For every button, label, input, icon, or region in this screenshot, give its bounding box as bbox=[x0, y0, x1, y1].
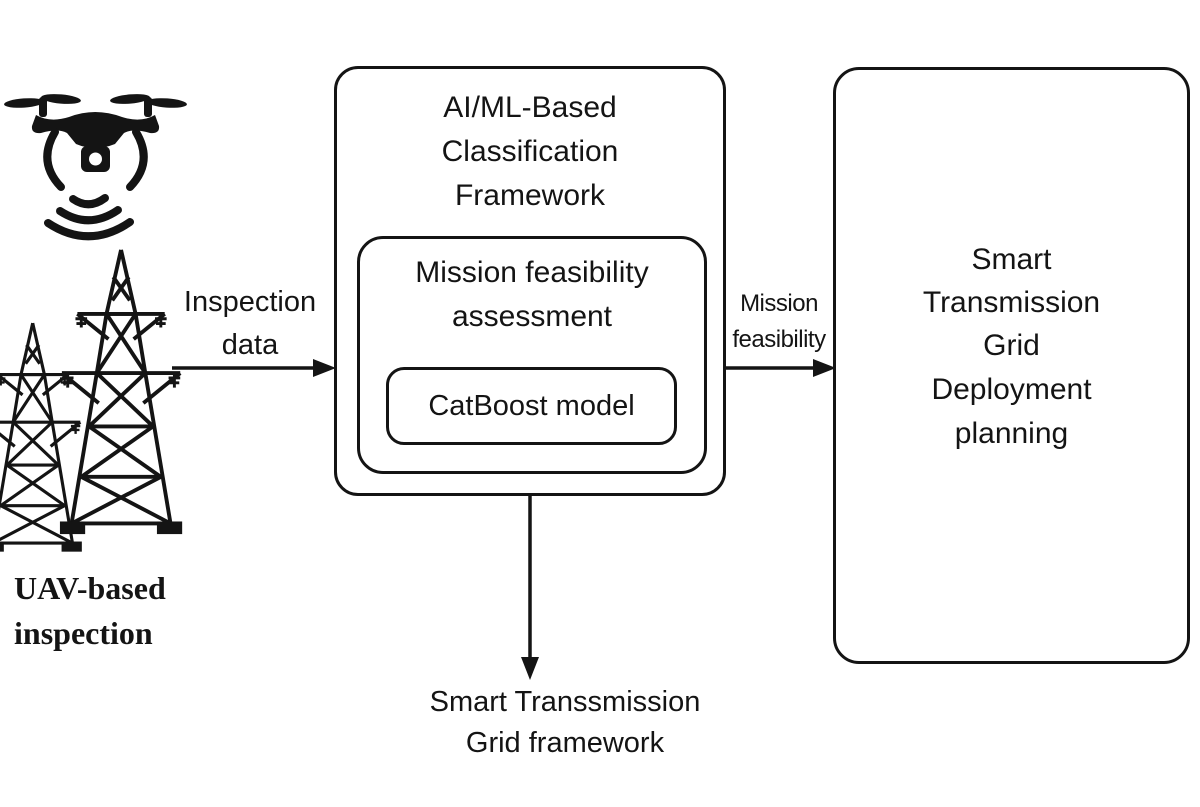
ai-ml-framework-title: AI/ML-Based Classification Framework bbox=[441, 91, 619, 212]
drone-icon bbox=[4, 94, 187, 241]
mission-feasibility-assessment-label: Mission feasibility assessment bbox=[415, 256, 649, 333]
mission-feasibility-arrow bbox=[726, 359, 836, 377]
deployment-planning-label: Deployment planning bbox=[931, 373, 1092, 450]
framework-output-arrow bbox=[521, 496, 539, 680]
smart-transmission-grid-title: Smart Transmission Grid bbox=[922, 243, 1101, 362]
uav-caption-line2: inspection bbox=[14, 615, 153, 651]
uav-inspection-caption: UAV-based inspection bbox=[14, 566, 254, 656]
signal-waves-icon bbox=[44, 194, 134, 241]
inspection-data-label: Inspection data bbox=[183, 286, 317, 361]
uav-caption-line1: UAV-based bbox=[14, 570, 166, 606]
inspection-data-arrow bbox=[172, 359, 336, 377]
catboost-model-box: CatBoost model bbox=[386, 367, 677, 445]
smart-transmission-grid-box bbox=[833, 67, 1190, 664]
catboost-model-label: CatBoost model bbox=[428, 389, 635, 422]
smart-transmission-grid-framework-caption: Smart Transsmission Grid framework bbox=[429, 686, 701, 759]
mission-feasibility-output-label: Mission feasibility bbox=[732, 290, 826, 353]
